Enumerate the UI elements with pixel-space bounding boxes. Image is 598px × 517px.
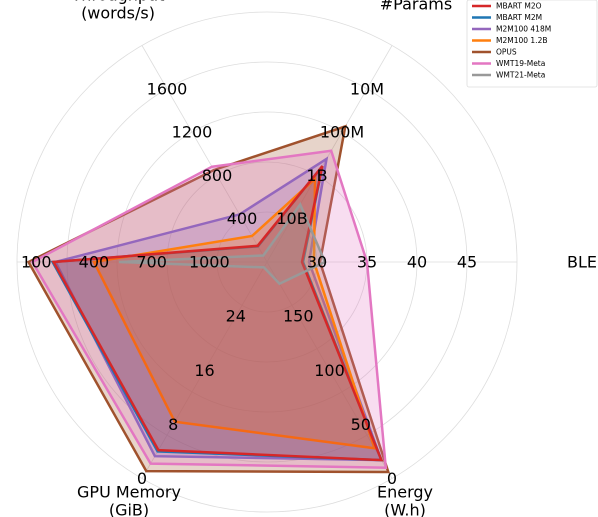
grid-spoke-gpu_memory bbox=[141, 261, 268, 479]
tick-bleu-4: 45 bbox=[457, 253, 477, 272]
tick-params-4: 10M bbox=[350, 79, 384, 98]
tick-energy-4: 0 bbox=[387, 469, 397, 488]
tick-throughput-4: 1600 bbox=[147, 79, 188, 98]
legend-label-m2m100-418m: M2M100 418M bbox=[496, 25, 551, 34]
tick-energy-1: 150 bbox=[283, 307, 314, 326]
legend-label-mbart-m2m: MBART M2M bbox=[496, 13, 542, 22]
legend-label-wmt21-meta: WMT21-Meta bbox=[496, 71, 545, 80]
tick-params-1: 10B bbox=[276, 209, 307, 228]
series-wmt21-meta bbox=[118, 201, 327, 286]
tick-energy-2: 100 bbox=[314, 361, 345, 380]
axis-title-energy: Energy(W.h) bbox=[377, 483, 433, 517]
axis-title-throughput: Throughput(words/s) bbox=[71, 0, 165, 22]
grid-spoke-params bbox=[266, 45, 393, 263]
series-mbart-m2o bbox=[51, 165, 384, 462]
legend-label-wmt19-meta: WMT19-Meta bbox=[496, 59, 545, 68]
tick-latency-3: 400 bbox=[79, 253, 110, 272]
tick-latency-2: 700 bbox=[136, 253, 167, 272]
tick-bleu-3: 40 bbox=[407, 253, 427, 272]
grid-spoke-energy bbox=[266, 261, 393, 479]
axis-title-gpu_memory-line-1: GPU Memory bbox=[77, 483, 181, 502]
axis-title-bleu: BLEU bbox=[567, 253, 598, 272]
legend-label-mbart-m2o: MBART M2O bbox=[496, 2, 542, 11]
axis-title-throughput-line-2: (words/s) bbox=[81, 3, 155, 22]
tick-gpu_memory-4: 0 bbox=[137, 469, 147, 488]
axis-title-energy-line-2: (W.h) bbox=[384, 501, 426, 517]
axis-title-gpu_memory: GPU Memory(GiB) bbox=[77, 483, 181, 517]
tick-throughput-3: 1200 bbox=[172, 123, 213, 142]
legend-frame bbox=[466, 0, 598, 88]
tick-gpu_memory-2: 16 bbox=[194, 361, 214, 380]
axis-title-bleu-line-1: BLEU bbox=[567, 253, 598, 272]
tick-latency-1: 1000 bbox=[189, 253, 230, 272]
series-layer bbox=[26, 124, 391, 474]
axis-title-gpu_memory-line-2: (GiB) bbox=[109, 501, 149, 517]
tick-gpu_memory-3: 8 bbox=[168, 415, 178, 434]
tick-latency-4: 100 bbox=[21, 253, 52, 272]
tick-energy-3: 50 bbox=[351, 415, 371, 434]
axis-title-throughput-line-1: Throughput bbox=[71, 0, 165, 4]
legend-label-m2m100-1-2b: M2M100 1.2B bbox=[496, 36, 548, 45]
tick-throughput-1: 400 bbox=[227, 209, 258, 228]
tick-gpu_memory-1: 24 bbox=[226, 307, 246, 326]
axis-title-params-line-1: #Params bbox=[380, 0, 452, 13]
axis-title-energy-line-1: Energy bbox=[377, 483, 433, 502]
tick-params-3: 100M bbox=[320, 123, 364, 142]
axis-title-params: #Params bbox=[380, 0, 452, 13]
legend-label-opus: OPUS bbox=[496, 48, 517, 57]
tick-bleu-2: 35 bbox=[357, 253, 377, 272]
tick-params-2: 1B bbox=[306, 166, 327, 185]
tick-bleu-1: 30 bbox=[307, 253, 327, 272]
tick-throughput-2: 800 bbox=[202, 166, 233, 185]
grid-spoke-throughput bbox=[141, 45, 268, 263]
legend: MBART M2O MBART M2M M2M100 418M M2M100 1.2B… bbox=[466, 0, 598, 88]
